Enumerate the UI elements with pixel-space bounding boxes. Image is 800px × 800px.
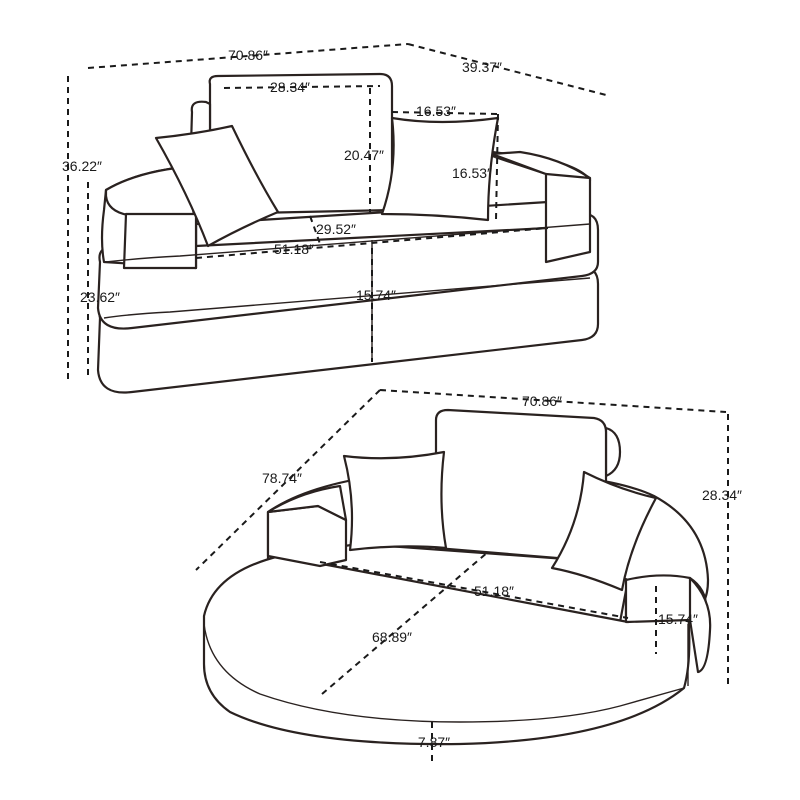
sofa-overall-depth-label: 39.37″: [462, 59, 502, 75]
bed-base-seam: [203, 623, 685, 723]
bed-labels: 70.86″ 78.74″ 28.34″ 51.18″ 15.74″ 68.89…: [262, 393, 742, 750]
sofa-dimension-lines: [67, 43, 611, 382]
bed-base-height-label: 7.87″: [418, 734, 450, 750]
bed-right-pillow: [550, 470, 658, 592]
bed-left-arm-top: [266, 484, 348, 522]
bed-overall-length-label: 78.74″: [262, 470, 302, 486]
bed-extension-depth-label: 68.89″: [372, 629, 412, 645]
sofa-backrest-width-line: [223, 85, 381, 89]
sofa-overall-height-label: 36.22″: [62, 158, 102, 174]
sofa-right-arm-top: [490, 150, 592, 180]
sofa-seat-width-line: [195, 227, 549, 259]
bed-width-line: [379, 389, 727, 413]
sofa-depth-line: [407, 43, 611, 97]
sofa-width-line: [87, 43, 409, 69]
sofa-left-arm-front: [122, 212, 198, 270]
bed-view: [202, 408, 712, 746]
sofa-backrest-height-label: 20.47″: [344, 147, 384, 163]
sofa-pillow-width-line: [391, 111, 499, 115]
sofa-seat-depth-line: [309, 215, 321, 245]
bed-seat-width-line: [319, 561, 629, 619]
bed-backrest: [434, 408, 608, 564]
sofa-seam-1: [105, 223, 591, 263]
sofa-pillow-height-line: [495, 113, 499, 221]
bed-dimension-lines: [195, 389, 729, 762]
bed-seat-width-label: 51.18″: [474, 583, 514, 599]
sofa-seat-height-label: 23.62″: [80, 289, 120, 305]
bed-arm-height-label: 15.74″: [658, 611, 698, 627]
sofa-view: [96, 72, 600, 394]
bed-extension-depth-line: [321, 551, 489, 695]
sofa-cushion-height-label: 15.74″: [356, 287, 396, 303]
bed-overall-width-label: 70.86″: [522, 393, 562, 409]
sofa-left-pillow: [154, 124, 280, 248]
sofa-pillow-height-label: 16.53″: [452, 165, 492, 181]
sofa-seat-depth-label: 29.52″: [316, 221, 356, 237]
bed-right-arm-side: [688, 576, 712, 674]
bed-back-height-label: 28.34″: [702, 487, 742, 503]
sofa-seat-width-label: 51.18″: [274, 241, 314, 257]
sofa-right-pillow: [380, 116, 500, 222]
sofa-overall-width-label: 70.86″: [228, 47, 268, 63]
bed-right-back-pad: [604, 426, 622, 478]
bed-length-line: [195, 389, 381, 571]
sofa-labels: 70.86″ 39.37″ 28.34″ 16.53″ 20.47″ 16.53…: [62, 47, 502, 305]
sofa-backrest-width-label: 28.34″: [270, 79, 310, 95]
sofa-seam-2: [103, 277, 591, 319]
sofa-pillow-width-label: 16.53″: [416, 103, 456, 119]
bed-left-pillow: [342, 450, 448, 552]
